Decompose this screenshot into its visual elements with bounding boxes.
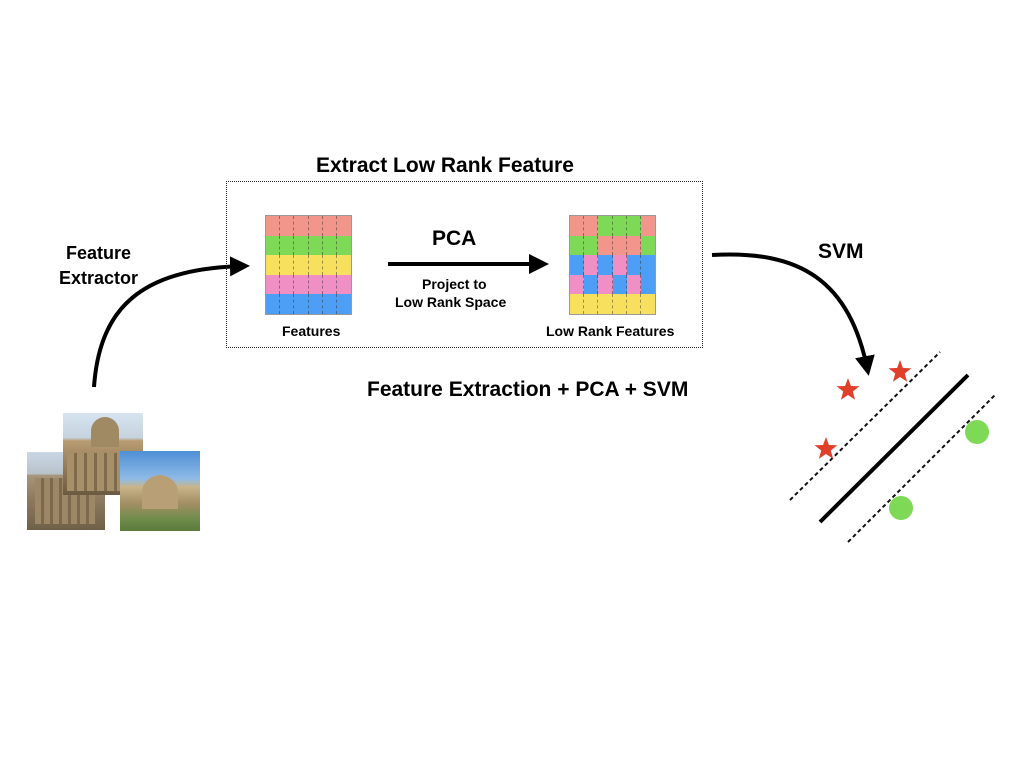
- matrix-cell: [570, 274, 585, 295]
- pca-label: PCA: [432, 227, 477, 250]
- matrix-cell: [280, 216, 295, 236]
- matrix-cell: [612, 235, 627, 256]
- matrix-cell: [336, 235, 351, 256]
- matrix-cell: [584, 216, 599, 236]
- matrix-cell: [570, 216, 585, 236]
- matrix-cell: [322, 274, 337, 295]
- matrix-cell: [294, 235, 309, 256]
- matrix-cell: [640, 255, 655, 275]
- matrix-cell: [584, 274, 599, 295]
- matrix-cell: [640, 216, 655, 236]
- building-photo-right: [120, 451, 200, 531]
- matrix-cell: [598, 255, 613, 275]
- svm-star-marker: [814, 437, 838, 459]
- matrix-cell: [280, 235, 295, 256]
- svm-class-b-dot: [965, 420, 989, 444]
- matrix-cell: [570, 294, 585, 314]
- matrix-cell: [294, 294, 309, 314]
- matrix-cell: [308, 235, 323, 256]
- matrix-cell: [280, 294, 295, 314]
- matrix-cell: [322, 235, 337, 256]
- matrix-cell: [308, 255, 323, 275]
- svm-arrow: [711, 252, 875, 376]
- matrix-cell: [640, 274, 655, 295]
- pipeline-caption: Feature Extraction + PCA + SVM: [367, 378, 689, 401]
- matrix-cell: [266, 255, 281, 275]
- matrix-cell: [626, 274, 641, 295]
- extraction-box: [226, 181, 703, 348]
- matrix-cell: [266, 294, 281, 314]
- matrix-cell: [570, 255, 585, 275]
- feature-extractor-label-line2: Extractor: [59, 268, 139, 288]
- low-rank-features-matrix: [569, 215, 656, 315]
- svm-class-a-stars: [814, 360, 912, 459]
- matrix-cell: [294, 216, 309, 236]
- matrix-cell: [626, 294, 641, 314]
- svm-label: SVM: [818, 240, 864, 263]
- matrix-cell: [322, 216, 337, 236]
- matrix-cell: [626, 255, 641, 275]
- matrix-cell: [598, 235, 613, 256]
- pca-sub-line2: Low Rank Space: [395, 294, 507, 310]
- features-label: Features: [282, 323, 341, 339]
- svm-margin-lower: [847, 393, 997, 543]
- matrix-cell: [280, 255, 295, 275]
- matrix-cell: [570, 235, 585, 256]
- matrix-cell: [598, 274, 613, 295]
- pca-sub-line1: Project to: [422, 276, 487, 292]
- matrix-cell: [584, 235, 599, 256]
- matrix-cell: [336, 255, 351, 275]
- feature-extractor-label-line1: Feature: [66, 243, 132, 263]
- matrix-cell: [266, 216, 281, 236]
- extractor-arrow: [92, 256, 250, 388]
- svm-hyperplane: [818, 373, 970, 524]
- matrix-cell: [640, 235, 655, 256]
- matrix-cell: [266, 235, 281, 256]
- matrix-cell: [308, 294, 323, 314]
- matrix-cell: [584, 255, 599, 275]
- matrix-cell: [308, 216, 323, 236]
- matrix-cell: [626, 216, 641, 236]
- svm-class-b-dot: [889, 496, 913, 520]
- matrix-cell: [266, 274, 281, 295]
- matrix-cell: [612, 216, 627, 236]
- matrix-cell: [336, 274, 351, 295]
- matrix-cell: [612, 294, 627, 314]
- matrix-cell: [640, 294, 655, 314]
- matrix-cell: [322, 255, 337, 275]
- matrix-cell: [598, 294, 613, 314]
- matrix-cell: [626, 235, 641, 256]
- matrix-cell: [584, 294, 599, 314]
- features-matrix: [265, 215, 352, 315]
- matrix-cell: [294, 274, 309, 295]
- matrix-cell: [598, 216, 613, 236]
- low-rank-features-label: Low Rank Features: [546, 323, 675, 339]
- matrix-cell: [308, 274, 323, 295]
- matrix-cell: [336, 294, 351, 314]
- svm-star-marker: [836, 378, 860, 400]
- matrix-cell: [322, 294, 337, 314]
- matrix-cell: [294, 255, 309, 275]
- svm-star-marker: [888, 360, 912, 382]
- svm-margin-upper: [789, 351, 941, 501]
- matrix-cell: [612, 274, 627, 295]
- matrix-cell: [280, 274, 295, 295]
- matrix-cell: [612, 255, 627, 275]
- diagram-title: Extract Low Rank Feature: [316, 154, 574, 177]
- matrix-cell: [336, 216, 351, 236]
